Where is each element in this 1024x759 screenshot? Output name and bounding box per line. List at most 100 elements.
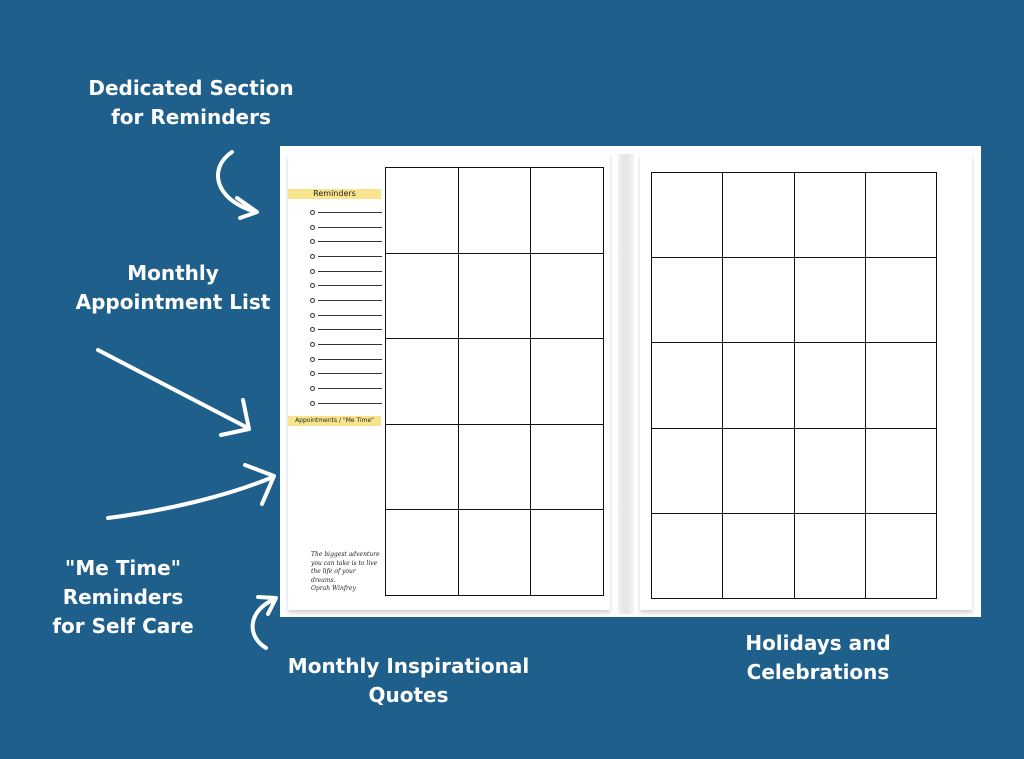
arrow-to-me-time-icon <box>106 475 275 520</box>
reminder-line <box>310 264 382 279</box>
reminder-line <box>310 367 382 382</box>
reminder-bullet-icon <box>310 224 315 230</box>
reminder-line <box>310 337 382 352</box>
caption-me-time: "Me Time" Reminders for Self Care <box>52 556 194 638</box>
calendar-day-cell <box>458 339 532 425</box>
reminder-bullet-icon <box>310 327 315 333</box>
calendar-day-cell <box>794 428 866 514</box>
reminder-line <box>310 278 382 293</box>
caption-inspirational-quotes: Monthly Inspirational Quotes <box>287 654 530 707</box>
planner-right-page <box>640 154 972 610</box>
reminder-bullet-icon <box>310 283 315 289</box>
reminder-bullet-icon <box>310 209 315 215</box>
reminder-bullet-icon <box>310 386 315 392</box>
calendar-day-cell <box>458 253 532 340</box>
calendar-day-cell <box>794 513 866 599</box>
calendar-day-cell <box>865 258 937 344</box>
reminder-bullet-icon <box>310 297 315 303</box>
reminder-rule <box>318 241 382 243</box>
reminder-line <box>310 234 382 249</box>
arrow-head-quote-icon <box>256 595 278 616</box>
calendar-day-cell <box>531 168 604 254</box>
calendar-day-cell <box>652 428 724 514</box>
calendar-day-cell <box>652 513 724 599</box>
calendar-day-cell <box>386 339 459 425</box>
reminder-rule <box>318 358 382 360</box>
calendar-day-cell <box>723 513 795 599</box>
calendar-grid-left <box>385 167 604 596</box>
inspirational-quote: The biggest adventure you can take is to… <box>311 551 380 592</box>
reminders-list <box>310 205 382 411</box>
reminder-bullet-icon <box>310 239 315 245</box>
calendar-day-cell <box>458 424 532 511</box>
calendar-day-cell <box>794 258 866 344</box>
reminder-line <box>310 205 382 220</box>
calendar-day-cell <box>794 173 866 259</box>
curved-arrow-head-icon <box>235 196 259 220</box>
reminder-rule <box>318 388 382 390</box>
arrow-head-me-time-icon <box>243 463 276 506</box>
curved-arrow-icon <box>216 150 258 214</box>
calendar-day-cell <box>458 510 532 596</box>
reminder-line <box>310 323 382 338</box>
calendar-day-cell <box>865 428 937 514</box>
calendar-day-cell <box>531 424 604 511</box>
calendar-day-cell <box>652 258 724 344</box>
appointments-header: Appointments / "Me Time" <box>288 416 381 426</box>
calendar-day-cell <box>386 253 459 340</box>
reminder-rule <box>318 402 382 404</box>
caption-appointment-list: Monthly Appointment List <box>75 261 271 314</box>
reminder-bullet-icon <box>310 400 315 406</box>
calendar-day-cell <box>386 168 459 254</box>
caption-reminders-section: Dedicated Section for Reminders <box>88 76 294 129</box>
calendar-day-cell <box>458 168 532 254</box>
calendar-day-cell <box>652 343 724 429</box>
reminder-bullet-icon <box>310 253 315 259</box>
reminder-rule <box>318 226 382 228</box>
reminder-bullet-icon <box>310 342 315 348</box>
arrow-to-quote-icon <box>250 597 277 650</box>
reminder-rule <box>318 270 382 272</box>
calendar-day-cell <box>723 173 795 259</box>
reminder-rule <box>318 255 382 257</box>
calendar-day-cell <box>865 343 937 429</box>
calendar-day-cell <box>386 424 459 511</box>
reminder-line <box>310 249 382 264</box>
reminder-rule <box>318 344 382 346</box>
reminder-rule <box>318 285 382 287</box>
reminder-rule <box>318 373 382 375</box>
reminder-line <box>310 381 382 396</box>
reminder-bullet-icon <box>310 356 315 362</box>
reminder-line <box>310 220 382 235</box>
calendar-day-cell <box>865 513 937 599</box>
reminder-rule <box>318 211 382 213</box>
calendar-day-cell <box>386 510 459 596</box>
calendar-day-cell <box>531 253 604 340</box>
calendar-day-cell <box>865 173 937 259</box>
book-gutter <box>618 154 634 614</box>
reminder-line <box>310 396 382 411</box>
arrow-to-appointments-icon <box>96 348 250 430</box>
planner-spread: Reminders Appointments / "Me Time" The b… <box>280 146 981 617</box>
reminder-rule <box>318 329 382 331</box>
reminder-line <box>310 352 382 367</box>
calendar-day-cell <box>723 343 795 429</box>
reminders-header: Reminders <box>288 189 381 199</box>
reminder-line <box>310 308 382 323</box>
calendar-day-cell <box>652 173 724 259</box>
reminder-bullet-icon <box>310 268 315 274</box>
caption-holidays: Holidays and Celebrations <box>745 631 891 684</box>
reminder-bullet-icon <box>310 371 315 377</box>
arrow-head-appointments-icon <box>219 398 251 437</box>
calendar-day-cell <box>723 258 795 344</box>
calendar-grid-right <box>651 172 937 599</box>
calendar-day-cell <box>531 339 604 425</box>
calendar-day-cell <box>531 510 604 596</box>
planner-left-page: Reminders Appointments / "Me Time" The b… <box>288 154 610 610</box>
reminder-line <box>310 293 382 308</box>
reminder-bullet-icon <box>310 312 315 318</box>
calendar-day-cell <box>723 428 795 514</box>
reminder-rule <box>318 299 382 301</box>
calendar-day-cell <box>794 343 866 429</box>
